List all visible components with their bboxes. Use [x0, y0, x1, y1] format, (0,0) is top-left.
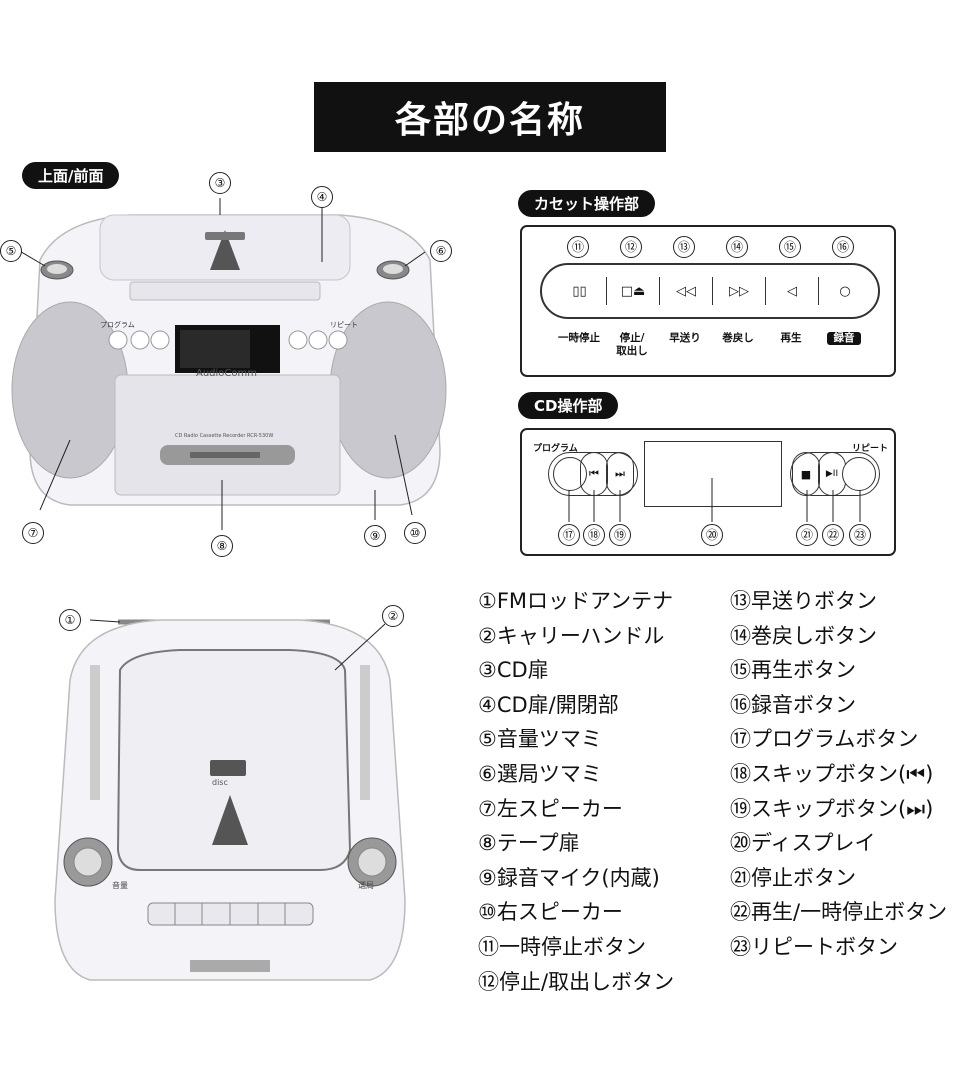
model-line: CD Radio Cassette Recorder RCR-530W: [175, 433, 274, 439]
stop-button[interactable]: ■: [792, 452, 820, 496]
section-label-top-front: 上面/前面: [22, 162, 120, 189]
section-label-cd: CD操作部: [518, 392, 619, 419]
volume-label: 音量: [112, 881, 128, 890]
legend-item: ⑧テープ扉: [478, 831, 580, 856]
cassette-button-label: 早送り: [669, 332, 701, 344]
callout-7: ⑦: [22, 522, 44, 544]
cd-disc-mark: disc: [212, 778, 228, 787]
callout-3: ③: [209, 172, 231, 194]
legend-item: ⑲スキップボタン(⏭): [730, 796, 934, 821]
callout-14: ⑭: [726, 236, 748, 258]
callout-12: ⑫: [620, 236, 642, 258]
cd-callout-lines: [568, 478, 861, 522]
legend-item: ⑦左スピーカー: [478, 796, 623, 821]
callout-15: ⑮: [779, 236, 801, 258]
cassette-button-16[interactable]: ○: [818, 277, 871, 305]
callout-16: ⑯: [832, 236, 854, 258]
cassette-button-15[interactable]: ◁: [765, 277, 818, 305]
callout-2: ②: [382, 605, 404, 627]
legend-item: ㉒再生/一時停止ボタン: [730, 900, 948, 925]
legend-item: ⑱スキップボタン(⏮): [730, 762, 934, 786]
section-label-cassette: カセット操作部: [518, 190, 656, 217]
callout-13: ⑬: [673, 236, 695, 258]
legend-item: ③CD扉: [478, 658, 549, 683]
legend-item: ⑮再生ボタン: [730, 658, 856, 683]
device-program-label: プログラム: [100, 321, 135, 329]
cassette-button-label: 一時停止: [558, 332, 600, 344]
cassette-button-bar: [540, 263, 880, 319]
legend-item: ⑫停止/取出しボタン: [478, 969, 675, 994]
callout-9: ⑨: [364, 525, 386, 547]
cassette-button-14[interactable]: ▷▷: [712, 277, 765, 305]
legend-item: ⑭巻戻しボタン: [730, 623, 877, 648]
callout-20: ⑳: [701, 524, 723, 546]
callout-17: ⑰: [558, 524, 580, 546]
legend-item: ⑨録音マイク(内蔵): [478, 865, 660, 890]
legend-item: ㉑停止ボタン: [730, 865, 856, 890]
cd-display: [644, 441, 782, 507]
legend-item: ②キャリーハンドル: [478, 623, 665, 648]
callout-1: ①: [59, 609, 81, 631]
cassette-button-label: 録音: [827, 332, 861, 345]
callout-18: ⑱: [583, 524, 605, 546]
page-title: 各部の名称: [314, 82, 666, 152]
legend-item: ⑩右スピーカー: [478, 900, 623, 925]
legend-item: ①FMロッドアンテナ: [478, 589, 674, 613]
legend-item: ⑯録音ボタン: [730, 692, 856, 717]
callout-4: ④: [311, 186, 333, 208]
callout-11: ⑪: [567, 236, 589, 258]
brand-text: AudioComm: [196, 368, 258, 379]
cassette-button-12[interactable]: □⏏: [606, 277, 659, 305]
callout-19: ⑲: [609, 524, 631, 546]
legend-item: ⑪一時停止ボタン: [478, 935, 646, 959]
legend-item: ⑤音量ツマミ: [478, 727, 602, 752]
callout-21: ㉑: [796, 524, 818, 546]
cd-program-label: プログラム: [533, 444, 578, 454]
cassette-button-label: 停止/ 取出し: [616, 332, 648, 357]
cassette-button-13[interactable]: ◁◁: [659, 277, 712, 305]
cassette-button-11[interactable]: ▯▯: [572, 283, 587, 299]
callout-8: ⑧: [211, 535, 233, 557]
front-view-illustration: [11, 198, 447, 530]
callout-5: ⑤: [0, 240, 22, 262]
legend-item: ④CD扉/開閉部: [478, 692, 619, 717]
device-repeat-label: リピート: [330, 321, 358, 329]
cassette-button-label: 再生: [780, 332, 802, 344]
cd-repeat-label: リピート: [852, 444, 889, 454]
callout-23: ㉓: [849, 524, 871, 546]
legend-item: ⑳ディスプレイ: [730, 831, 876, 856]
tuning-label: 選局: [358, 881, 374, 890]
top-view-illustration: [54, 619, 406, 981]
legend-item: ⑬早送りボタン: [730, 589, 877, 613]
callout-10: ⑩: [404, 522, 426, 544]
legend-item: ⑥選局ツマミ: [478, 762, 602, 786]
cassette-button-label: 巻戻し: [722, 332, 754, 344]
callout-22: ㉒: [822, 524, 844, 546]
legend-item: ⑰プログラムボタン: [730, 727, 919, 752]
repeat-button[interactable]: [842, 457, 876, 491]
callout-6: ⑥: [430, 240, 452, 262]
legend-item: ㉓リピートボタン: [730, 935, 898, 959]
